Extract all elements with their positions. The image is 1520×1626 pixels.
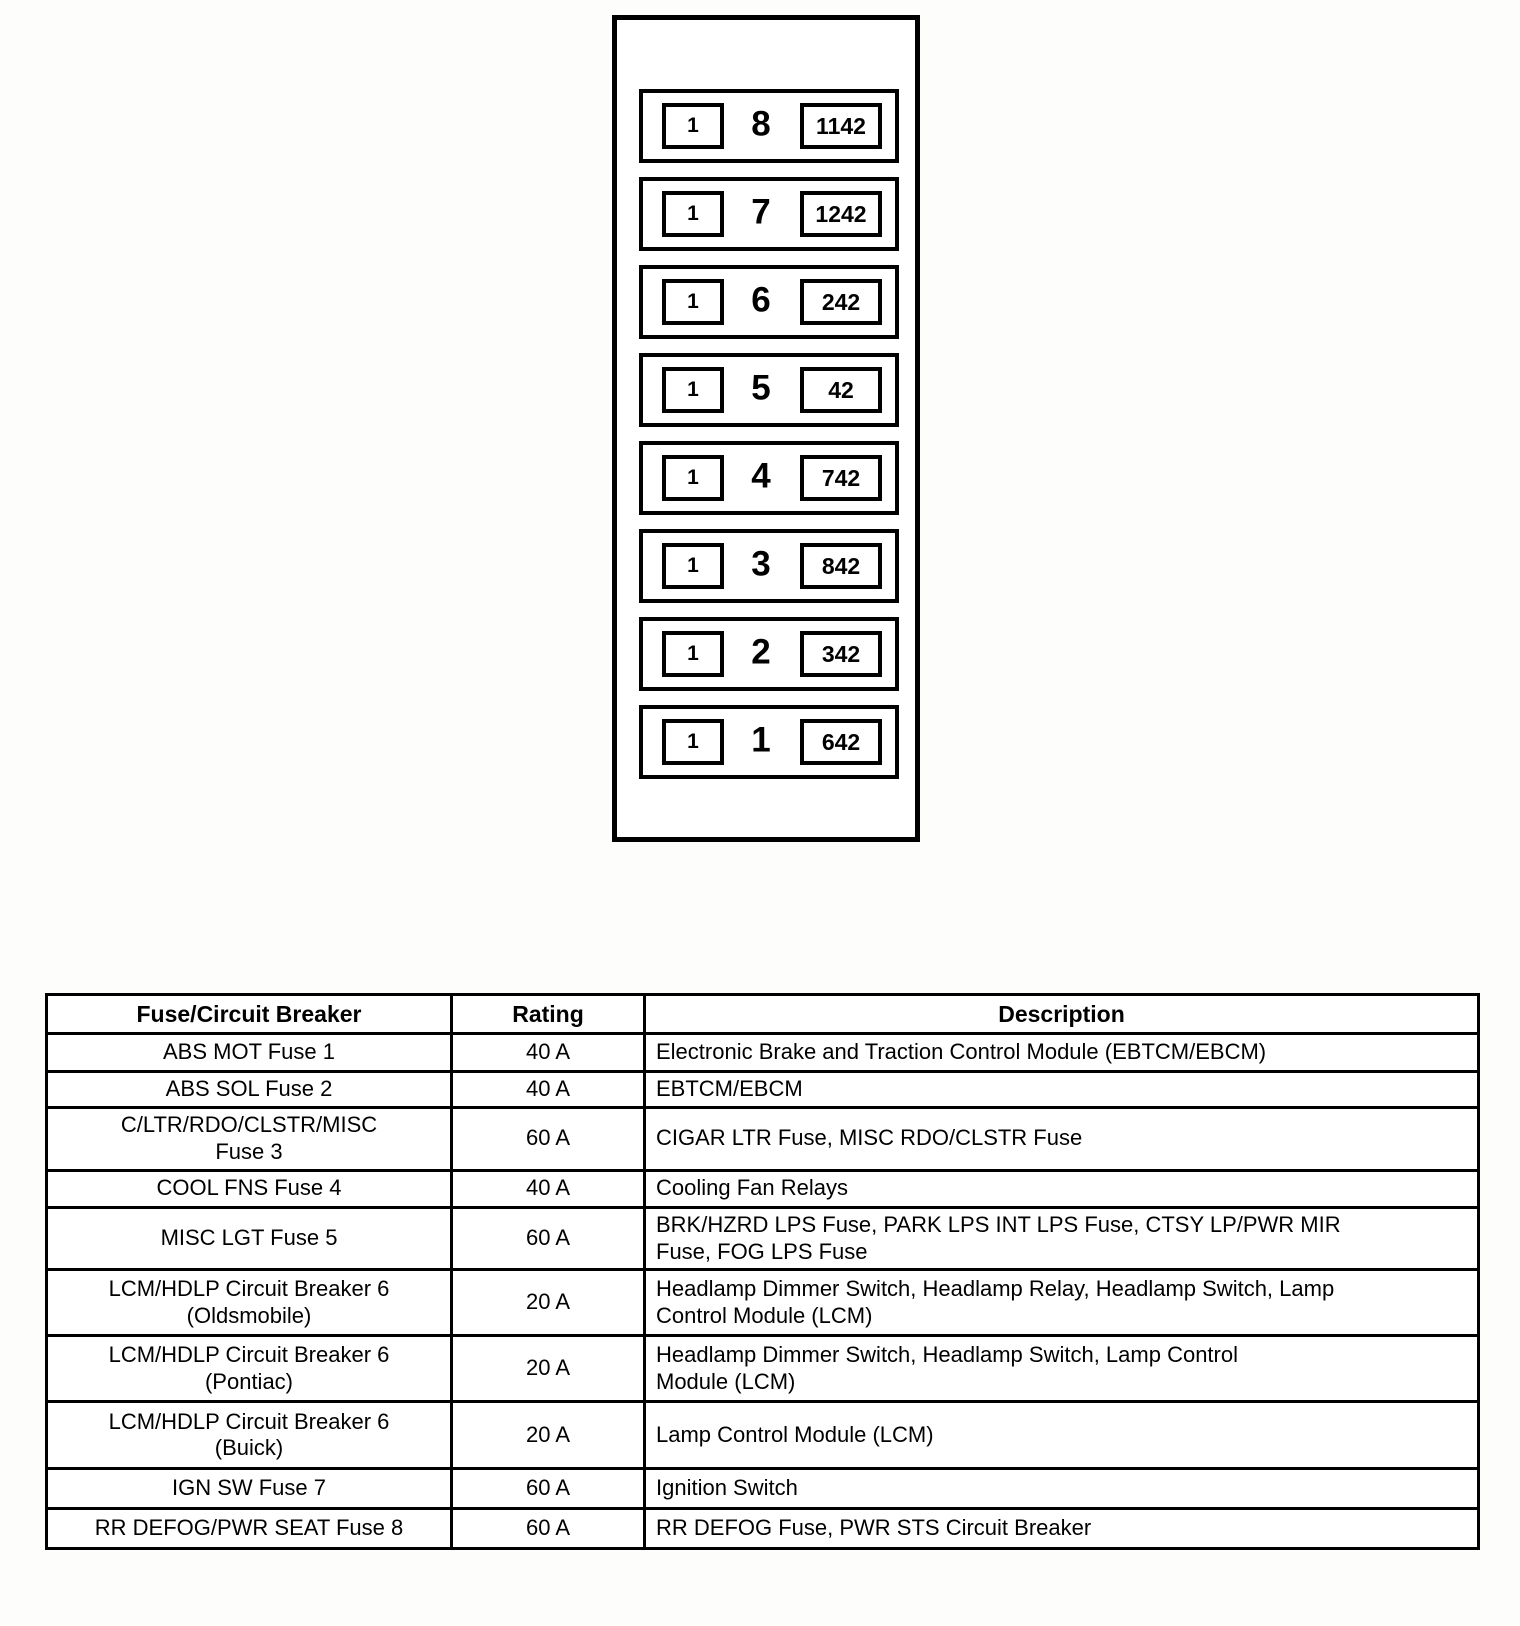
pin-box: 1 [662, 719, 724, 765]
fuse-name: ABS SOL Fuse 2 [45, 1070, 453, 1110]
fuse-rating: 20 A [450, 1334, 646, 1404]
header-description: Description [643, 992, 1480, 1036]
slot-number: 1 [751, 720, 772, 760]
fuse-name: LCM/HDLP Circuit Breaker 6 (Pontiac) [45, 1334, 453, 1404]
circuit-number: 742 [821, 464, 861, 491]
fuse-description: CIGAR LTR Fuse, MISC RDO/CLSTR Fuse [643, 1106, 1480, 1172]
fuse-name: LCM/HDLP Circuit Breaker 6 (Oldsmobile) [45, 1268, 453, 1338]
slot-number: 7 [751, 192, 772, 232]
table-row: IGN SW Fuse 7 60 A Ignition Switch [45, 1467, 1480, 1511]
slot-number: 3 [751, 544, 772, 584]
fuse-description: Headlamp Dimmer Switch, Headlamp Switch,… [643, 1334, 1480, 1404]
fuse-description: Cooling Fan Relays [643, 1168, 1480, 1209]
fuse-slot-8: 1 8 1142 [639, 89, 899, 163]
fuse-description: Lamp Control Module (LCM) [643, 1400, 1480, 1471]
fuse-slot-5: 1 5 42 [639, 353, 899, 427]
pin-label: 1 [687, 554, 699, 577]
table-row: LCM/HDLP Circuit Breaker 6 (Pontiac) 20 … [45, 1334, 1480, 1404]
circuit-number: 642 [821, 728, 861, 755]
fuse-name: RR DEFOG/PWR SEAT Fuse 8 [45, 1507, 453, 1551]
circuit-number: 42 [828, 376, 854, 403]
pin-box: 1 [662, 543, 724, 589]
fuse-description: Ignition Switch [643, 1467, 1480, 1511]
fuse-rating: 40 A [450, 1032, 646, 1074]
slot-number: 6 [751, 280, 772, 320]
table-row: COOL FNS Fuse 4 40 A Cooling Fan Relays [45, 1168, 1480, 1209]
fuse-description: EBTCM/EBCM [643, 1070, 1480, 1110]
slot-number: 8 [751, 104, 772, 144]
fuse-rating: 20 A [450, 1268, 646, 1338]
circuit-number: 342 [821, 640, 861, 667]
header-fuse-circuit-breaker: Fuse/Circuit Breaker [45, 992, 453, 1036]
fuse-name: IGN SW Fuse 7 [45, 1467, 453, 1511]
table-header-row: Fuse/Circuit Breaker Rating Description [45, 992, 1480, 1036]
fuse-description: Electronic Brake and Traction Control Mo… [643, 1032, 1480, 1074]
circuit-number-box: 42 [800, 367, 882, 413]
table-row: ABS SOL Fuse 2 40 A EBTCM/EBCM [45, 1070, 1480, 1110]
table-row: RR DEFOG/PWR SEAT Fuse 8 60 A RR DEFOG F… [45, 1507, 1480, 1551]
pin-box: 1 [662, 103, 724, 149]
fuse-rating: 60 A [450, 1467, 646, 1511]
table-row: C/LTR/RDO/CLSTR/MISC Fuse 3 60 A CIGAR L… [45, 1106, 1480, 1172]
circuit-number-box: 1142 [800, 103, 882, 149]
table-row: LCM/HDLP Circuit Breaker 6 (Oldsmobile) … [45, 1268, 1480, 1338]
circuit-number: 1242 [815, 200, 867, 227]
fuse-slot-4: 1 4 742 [639, 441, 899, 515]
fuse-rating: 60 A [450, 1507, 646, 1551]
fuse-slot-7: 1 7 1242 [639, 177, 899, 251]
circuit-number: 242 [821, 288, 861, 315]
fusebox-diagram: 1 8 1142 1 7 1242 1 6 242 1 5 42 1 4 742… [612, 15, 920, 842]
table-row: ABS MOT Fuse 1 40 A Electronic Brake and… [45, 1032, 1480, 1074]
pin-box: 1 [662, 279, 724, 325]
fuse-name: C/LTR/RDO/CLSTR/MISC Fuse 3 [45, 1106, 453, 1172]
circuit-number-box: 342 [800, 631, 882, 677]
fuse-rating: 60 A [450, 1106, 646, 1172]
slot-number: 5 [751, 368, 772, 408]
fuse-rating: 20 A [450, 1400, 646, 1471]
pin-label: 1 [687, 730, 699, 753]
pin-label: 1 [687, 114, 699, 137]
pin-label: 1 [687, 642, 699, 665]
circuit-number-box: 742 [800, 455, 882, 501]
fuse-name: MISC LGT Fuse 5 [45, 1205, 453, 1272]
fuse-description: BRK/HZRD LPS Fuse, PARK LPS INT LPS Fuse… [643, 1205, 1480, 1272]
pin-box: 1 [662, 455, 724, 501]
fuse-name: LCM/HDLP Circuit Breaker 6 (Buick) [45, 1400, 453, 1471]
pin-box: 1 [662, 191, 724, 237]
fuse-name: ABS MOT Fuse 1 [45, 1032, 453, 1074]
circuit-number-box: 642 [800, 719, 882, 765]
circuit-number-box: 842 [800, 543, 882, 589]
fuse-description: Headlamp Dimmer Switch, Headlamp Relay, … [643, 1268, 1480, 1338]
slot-number: 4 [751, 456, 772, 496]
fuse-table: Fuse/Circuit Breaker Rating Description … [45, 992, 1480, 1551]
slot-number: 2 [751, 632, 772, 672]
fuse-rating: 40 A [450, 1168, 646, 1209]
fuse-slot-6: 1 6 242 [639, 265, 899, 339]
pin-label: 1 [687, 378, 699, 401]
circuit-number: 1142 [816, 112, 866, 139]
table-row: LCM/HDLP Circuit Breaker 6 (Buick) 20 A … [45, 1400, 1480, 1471]
circuit-number: 842 [821, 552, 861, 579]
pin-label: 1 [687, 202, 699, 225]
pin-label: 1 [687, 290, 699, 313]
fuse-name: COOL FNS Fuse 4 [45, 1168, 453, 1209]
pin-label: 1 [687, 466, 699, 489]
fuse-slot-1: 1 1 642 [639, 705, 899, 779]
fuse-slot-3: 1 3 842 [639, 529, 899, 603]
fuse-rating: 40 A [450, 1070, 646, 1110]
fuse-rating: 60 A [450, 1205, 646, 1272]
circuit-number-box: 242 [800, 279, 882, 325]
table-row: MISC LGT Fuse 5 60 A BRK/HZRD LPS Fuse, … [45, 1205, 1480, 1272]
fuse-slot-2: 1 2 342 [639, 617, 899, 691]
fuse-description: RR DEFOG Fuse, PWR STS Circuit Breaker [643, 1507, 1480, 1551]
pin-box: 1 [662, 631, 724, 677]
circuit-number-box: 1242 [800, 191, 882, 237]
header-rating: Rating [450, 992, 646, 1036]
pin-box: 1 [662, 367, 724, 413]
